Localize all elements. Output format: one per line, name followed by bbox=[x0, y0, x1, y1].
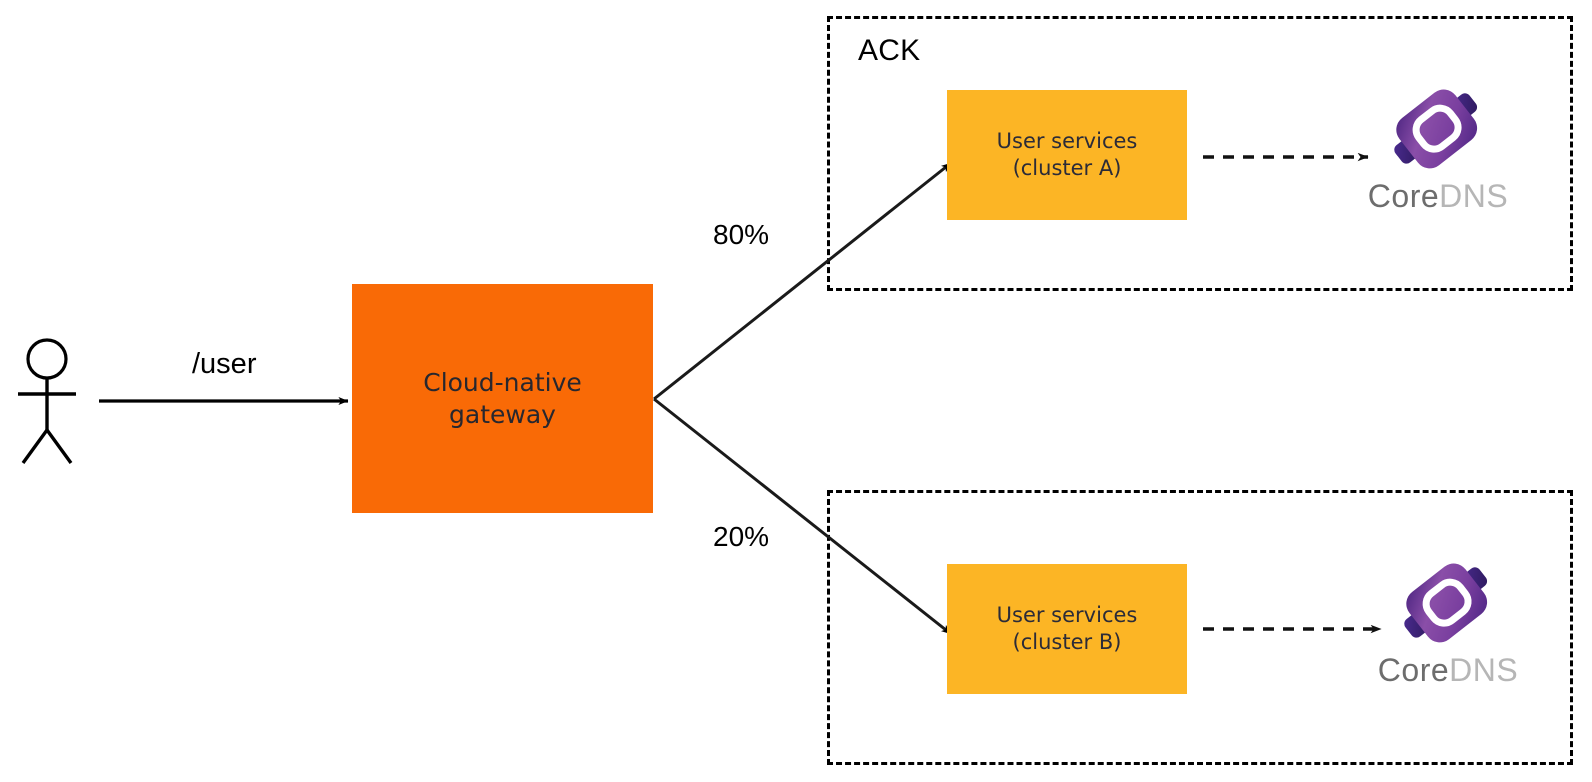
actor-end-user bbox=[14, 336, 110, 466]
cluster-a-label-line2: (cluster A) bbox=[1012, 156, 1122, 180]
coredns-logo-icon bbox=[1394, 89, 1478, 169]
coredns-word-dns-top: DNS bbox=[1439, 178, 1509, 214]
coredns-node-top: CoreDNS bbox=[1353, 86, 1523, 222]
ack-group-label: ACK bbox=[858, 34, 921, 67]
cluster-b-label-line1: User services bbox=[996, 603, 1138, 628]
coredns-wordmark-top: CoreDNS bbox=[1353, 178, 1523, 215]
edge-gateway-to-cluster-b bbox=[653, 397, 952, 636]
coredns-node-bottom: CoreDNS bbox=[1363, 560, 1533, 696]
coredns-logo-icon bbox=[1404, 563, 1488, 643]
user-services-cluster-a-node[interactable]: User services (cluster A) bbox=[947, 90, 1187, 220]
stick-figure-icon bbox=[18, 338, 76, 464]
coredns-wordmark-bottom: CoreDNS bbox=[1363, 652, 1533, 689]
cluster-b-label-line2: (cluster B) bbox=[1012, 630, 1122, 654]
edge-gateway-to-cluster-a bbox=[653, 161, 952, 401]
cluster-a-label-line1: User services bbox=[996, 129, 1138, 154]
ack-cluster-group-top bbox=[827, 16, 1573, 291]
coredns-word-core-bottom: Core bbox=[1377, 652, 1450, 688]
gateway-label-line1: Cloud-native bbox=[423, 367, 582, 397]
edge-label-split-top: 80% bbox=[713, 219, 770, 250]
cloud-native-gateway-node[interactable]: Cloud-native gateway bbox=[352, 284, 653, 513]
coredns-word-dns-bottom: DNS bbox=[1449, 652, 1519, 688]
ack-cluster-group-bottom bbox=[827, 490, 1573, 765]
gateway-label-line2: gateway bbox=[449, 399, 556, 429]
edge-label-user-path: /user bbox=[192, 348, 257, 380]
edge-label-split-bottom: 20% bbox=[713, 521, 770, 552]
coredns-word-core-top: Core bbox=[1367, 178, 1440, 214]
user-services-cluster-b-node[interactable]: User services (cluster B) bbox=[947, 564, 1187, 694]
